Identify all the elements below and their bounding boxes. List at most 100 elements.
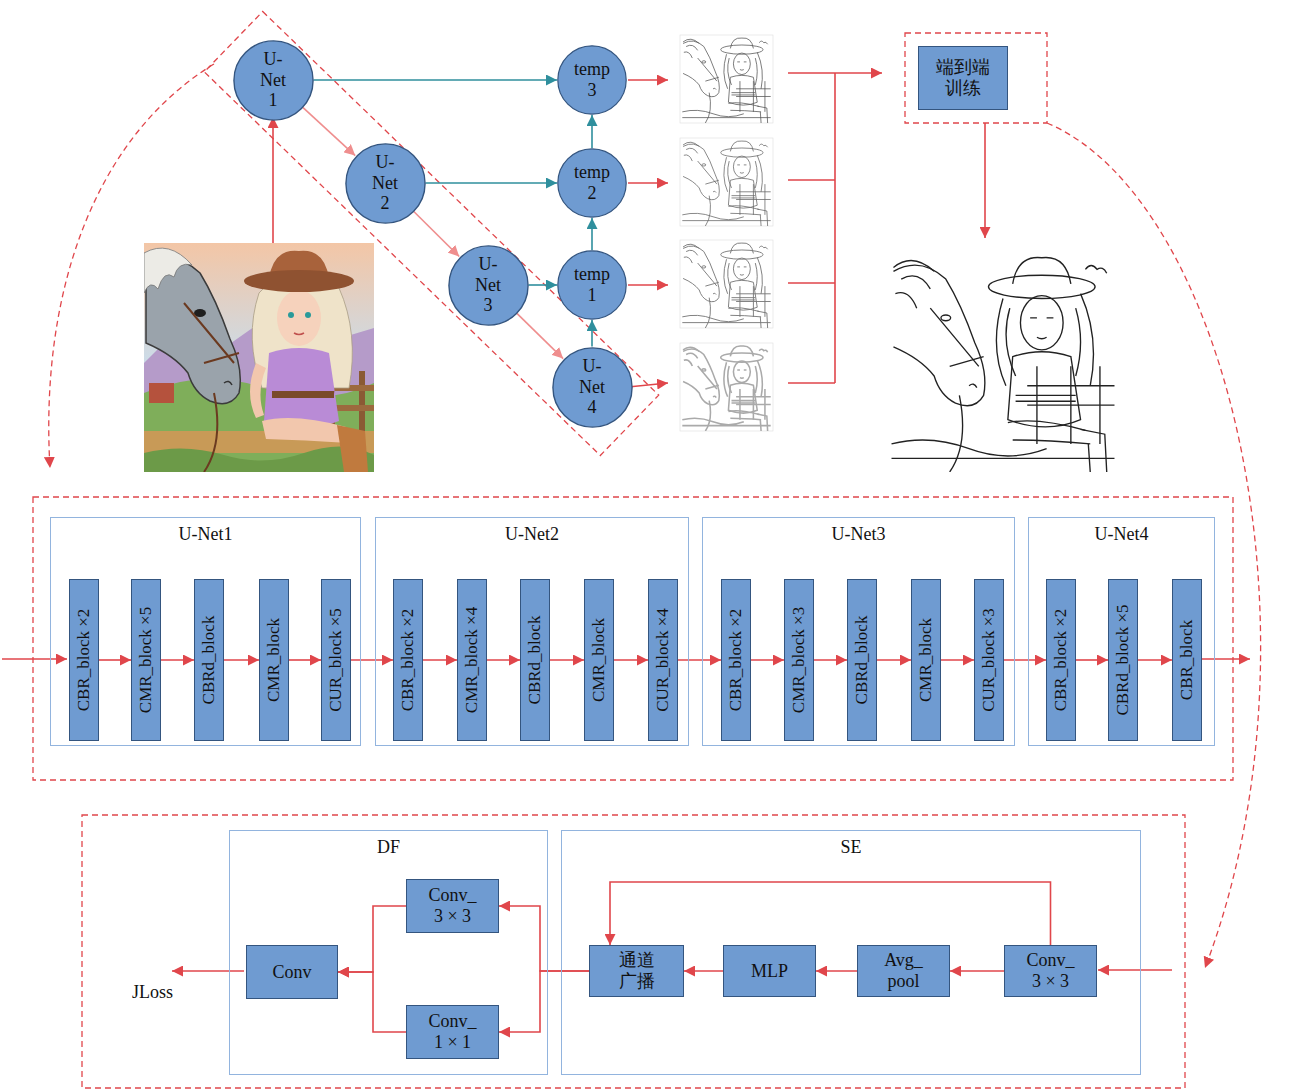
flow-arrow xyxy=(161,659,194,661)
panel-heading: SE xyxy=(562,837,1140,858)
block-label: CMR_block ×5 xyxy=(136,607,156,713)
flow-arrow xyxy=(2,73,1250,971)
input-illustration xyxy=(337,425,368,472)
flow-arrow xyxy=(99,659,131,661)
input-illustration xyxy=(288,312,294,318)
block-label: CMR_block ×3 xyxy=(789,607,809,713)
block-label: CBRd_block xyxy=(199,616,219,705)
layer-block: CUR_block ×3 xyxy=(974,579,1004,741)
node-label: Avg_ pool xyxy=(884,950,923,991)
process-box: Conv xyxy=(246,945,338,999)
layer-block: CUR_block ×5 xyxy=(321,579,351,741)
layer-block: CBR_block ×2 xyxy=(721,579,751,741)
circle-outline xyxy=(345,143,424,222)
dashed-curve xyxy=(1047,123,1261,968)
block-label: CMR_block xyxy=(916,618,936,702)
module-panel: U-Net4CBR_block ×2CBRd_block ×5CBR_block xyxy=(1028,517,1215,746)
circle-outline xyxy=(558,251,626,319)
flow-arrow xyxy=(591,218,593,250)
network-circle: temp 1 xyxy=(557,250,627,320)
block-label: CBR_block ×2 xyxy=(74,609,94,712)
flow-arrow xyxy=(684,970,723,972)
input-illustration xyxy=(264,348,339,428)
layer-block: CBRd_block xyxy=(520,579,550,741)
circle-outline xyxy=(552,347,631,426)
module-panel: U-Net2CBR_block ×2 CMR_block ×4 CBRd_block… xyxy=(375,517,689,746)
node-label: Conv xyxy=(272,962,311,983)
layer-block: CBRd_block ×5 xyxy=(1108,579,1138,741)
network-circle: temp 3 xyxy=(557,45,627,115)
network-circle: U-Net 1 xyxy=(233,40,314,121)
process-box: Conv_ 1 × 1 xyxy=(406,1005,499,1059)
layer-block: CUR_block ×4 xyxy=(648,579,678,741)
block-label: CUR_block ×5 xyxy=(326,608,346,712)
block-label: CBRd_block xyxy=(852,616,872,705)
sketch-image xyxy=(682,141,770,226)
sketch-image xyxy=(680,343,773,431)
flow-arrow xyxy=(628,182,668,184)
flow-arrow xyxy=(788,73,835,383)
flow-arrow xyxy=(529,284,558,286)
layer-block: CMR_block xyxy=(911,579,941,741)
block-label: CMR_block xyxy=(264,618,284,702)
process-box: Conv_ 3 × 3 xyxy=(406,879,499,933)
block-label: CBRd_block xyxy=(525,616,545,705)
node-label: temp 2 xyxy=(574,162,610,203)
panel-heading: U-Net3 xyxy=(703,524,1014,545)
input-illustration xyxy=(294,333,304,335)
sketch-image xyxy=(680,138,773,226)
input-illustration xyxy=(359,371,365,436)
flow-arrow xyxy=(816,970,857,972)
network-circle: U-Net 3 xyxy=(448,245,529,326)
flow-arrow xyxy=(423,659,457,661)
block-label: CUR_block ×3 xyxy=(979,608,999,712)
flow-arrow xyxy=(614,659,648,661)
flow-arrow xyxy=(499,971,589,1032)
sketch-image xyxy=(682,346,770,431)
input-illustration xyxy=(250,363,266,418)
dashed-outline xyxy=(33,497,1233,780)
sketch-image xyxy=(682,38,770,123)
flow-arrow xyxy=(751,659,784,661)
flow-arrow xyxy=(591,115,593,148)
node-label: 通道 广播 xyxy=(619,950,655,991)
input-illustration xyxy=(277,290,321,346)
output-sketch xyxy=(892,257,1115,472)
flow-arrow xyxy=(628,284,668,286)
node-label: temp 1 xyxy=(574,264,610,305)
input-illustration xyxy=(184,303,239,472)
layer-block: CBRd_block xyxy=(847,579,877,741)
panel-heading: U-Net4 xyxy=(1029,524,1214,545)
flow-arrow xyxy=(1076,659,1108,661)
flow-arrow xyxy=(941,659,974,661)
flow-arrow xyxy=(517,313,563,358)
dashed-outline xyxy=(905,33,1047,123)
circle-outline xyxy=(233,40,312,119)
panel-heading: U-Net2 xyxy=(376,524,688,545)
network-circle: temp 2 xyxy=(557,148,627,218)
node-label: U-Net 2 xyxy=(372,152,398,214)
layer-block: CMR_block xyxy=(259,579,289,741)
output-sketch xyxy=(892,257,1115,472)
sketch-image xyxy=(680,240,773,328)
node-label: 端到端 训练 xyxy=(936,57,990,98)
input-illustration xyxy=(144,248,192,293)
flow-arrow xyxy=(172,970,244,972)
layer-block: CMR_block ×5 xyxy=(131,579,161,741)
input-illustration xyxy=(149,383,174,403)
input-illustration xyxy=(144,243,374,472)
flow-arrow xyxy=(224,659,259,661)
dashed-outline xyxy=(33,12,1233,1089)
block-label: CMR_block ×4 xyxy=(462,607,482,713)
flow-arrow xyxy=(610,882,1051,945)
block-label: CBR_block ×2 xyxy=(1051,609,1071,712)
layer-block: CMR_block xyxy=(584,579,614,741)
layer-block: CBR_block ×2 xyxy=(393,579,423,741)
network-circle: U-Net 2 xyxy=(345,143,426,224)
flow-arrow xyxy=(1201,658,1250,660)
process-box: MLP xyxy=(723,945,816,997)
input-illustration xyxy=(144,446,374,472)
block-label: CBR_block ×2 xyxy=(398,609,418,712)
